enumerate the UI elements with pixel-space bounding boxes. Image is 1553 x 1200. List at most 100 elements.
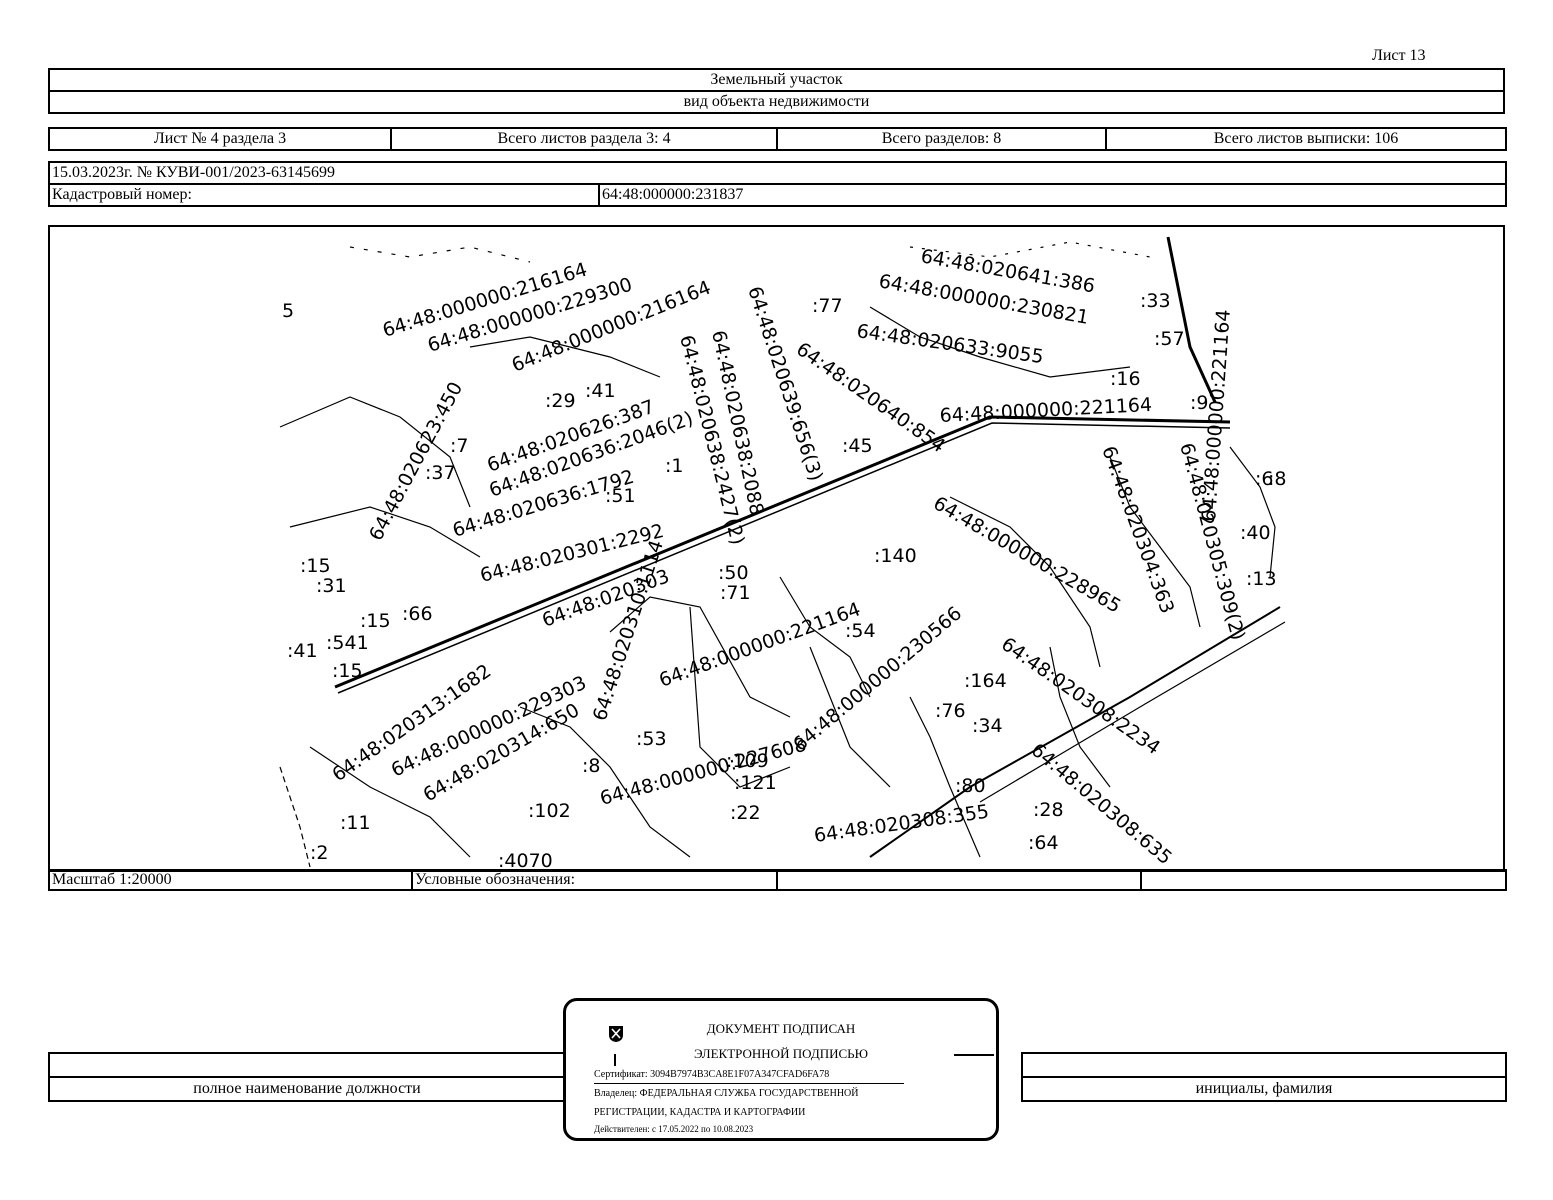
parcel-outline-3 bbox=[779, 576, 871, 698]
parcel-outline-10 bbox=[869, 306, 1131, 378]
map-label-22: 64:48:020633:9055 bbox=[855, 320, 1045, 368]
map-label-63: :121 bbox=[734, 772, 777, 794]
object-type-caption: вид объекта недвижимости bbox=[48, 90, 1505, 114]
map-label-19: :45 bbox=[842, 435, 873, 457]
position-caption: полное наименование должности bbox=[48, 1076, 566, 1102]
map-label-26: 64:48:000000:221164 bbox=[939, 394, 1152, 427]
parcel-dots-1 bbox=[349, 246, 531, 263]
map-label-55: 64:48:020308:2234 bbox=[997, 633, 1164, 759]
stamp-owner-2: РЕГИСТРАЦИИ, КАДАСТРА И КАРТОГРАФИИ bbox=[594, 1107, 806, 1118]
map-label-34: :541 bbox=[326, 632, 369, 654]
map-label-24: :57 bbox=[1154, 328, 1185, 350]
electronic-signature-stamp: ДОКУМЕНТ ПОДПИСАН ЭЛЕКТРОННОЙ ПОДПИСЬЮ С… bbox=[563, 998, 999, 1141]
parcel-outline-7 bbox=[279, 396, 471, 508]
map-label-62: :109 bbox=[726, 750, 769, 772]
stamp-underline bbox=[594, 1083, 904, 1084]
total-section-sheets: Всего листов раздела 3: 4 bbox=[390, 127, 778, 151]
parcel-dots-3 bbox=[279, 766, 311, 868]
stamp-title-1: ДОКУМЕНТ ПОДПИСАН bbox=[706, 1021, 856, 1036]
map-label-57: :76 bbox=[935, 700, 966, 722]
section-info-table: Лист № 4 раздела 3 Всего листов раздела … bbox=[48, 127, 1507, 151]
map-label-71: :11 bbox=[340, 812, 371, 834]
map-label-52: 64:48:000000:221164 bbox=[656, 598, 863, 691]
coat-of-arms-icon bbox=[609, 1026, 623, 1042]
map-linework bbox=[279, 236, 1286, 868]
river-bank bbox=[869, 606, 1281, 858]
map-label-17: :77 bbox=[812, 295, 843, 317]
legend-label: Условные обозначения: bbox=[411, 869, 778, 891]
map-label-38: :50 bbox=[718, 562, 749, 584]
map-label-5: :29 bbox=[545, 390, 576, 412]
map-label-0: 5 bbox=[282, 300, 294, 322]
parcel-outline-14 bbox=[909, 696, 981, 858]
object-header-table: Земельный участок вид объекта недвижимос… bbox=[48, 68, 1505, 114]
map-label-72: :2 bbox=[310, 842, 329, 864]
stamp-tick bbox=[614, 1054, 617, 1066]
map-label-23: :33 bbox=[1140, 290, 1171, 312]
map-label-70: :64 bbox=[1028, 832, 1059, 854]
name-caption: инициалы, фамилия bbox=[1021, 1076, 1507, 1102]
stamp-owner-1: Владелец: ФЕДЕРАЛЬНАЯ СЛУЖБА ГОСУДАРСТВЕ… bbox=[594, 1088, 859, 1099]
map-label-61: :8 bbox=[582, 755, 601, 777]
map-label-73: :4070 bbox=[498, 850, 553, 870]
total-sections: Всего разделов: 8 bbox=[776, 127, 1107, 151]
parcel-outline-2 bbox=[689, 606, 791, 788]
parcel-outline-6 bbox=[1229, 446, 1276, 578]
signature-name-line bbox=[1021, 1052, 1507, 1078]
map-label-67: 64:48:020308:355 bbox=[813, 801, 991, 847]
stamp-certificate: Сертификат: 3094B7974B3CA8E1F07A347CFAD6… bbox=[594, 1069, 830, 1080]
map-label-44: :6 bbox=[1255, 468, 1274, 490]
map-label-41: 64:48:000000:228965 bbox=[930, 492, 1125, 617]
vertical-road bbox=[1166, 236, 1217, 403]
cadastral-number-label: Кадастровый номер: bbox=[48, 183, 600, 207]
map-label-27: :9 bbox=[1190, 392, 1209, 414]
map-label-29: :15 bbox=[300, 555, 331, 577]
main-road-edge bbox=[337, 422, 1231, 694]
total-extract-sheets: Всего листов выписки: 106 bbox=[1105, 127, 1507, 151]
map-label-25: :16 bbox=[1110, 368, 1141, 390]
map-label-35: :15 bbox=[332, 660, 363, 682]
map-label-59: :53 bbox=[636, 728, 667, 750]
parcel-outline-15 bbox=[1049, 646, 1111, 788]
map-label-68: :28 bbox=[1033, 799, 1064, 821]
map-label-45: :8 bbox=[1268, 468, 1287, 490]
map-label-65: :22 bbox=[730, 802, 761, 824]
cadastral-number-value: 64:48:000000:231837 bbox=[598, 183, 1507, 207]
parcel-outline-9 bbox=[469, 336, 661, 378]
sheet-number: Лист 13 bbox=[1372, 47, 1426, 64]
map-label-40: :140 bbox=[874, 545, 917, 567]
map-label-66: :80 bbox=[955, 775, 986, 797]
legend-cell-empty-2 bbox=[1140, 869, 1507, 891]
map-label-6: :41 bbox=[585, 380, 616, 402]
extract-info-table: 15.03.2023г. № КУВИ-001/2023-63145699 Ка… bbox=[48, 161, 1507, 207]
map-label-64: :102 bbox=[528, 800, 571, 822]
parcel-dots-2 bbox=[909, 241, 1151, 258]
map-label-47: :13 bbox=[1246, 568, 1277, 590]
parcel-outline-5 bbox=[1109, 456, 1201, 628]
legend-table: Масштаб 1:20000 Условные обозначения: bbox=[48, 869, 1507, 891]
sheet-of-section: Лист № 4 раздела 3 bbox=[48, 127, 392, 151]
parcel-outline-11 bbox=[309, 746, 471, 858]
parcel-outline-12 bbox=[519, 706, 691, 858]
map-label-32: :66 bbox=[402, 603, 433, 625]
signature-position-line bbox=[48, 1052, 566, 1078]
map-scale: Масштаб 1:20000 bbox=[48, 869, 413, 891]
river-bank-2 bbox=[979, 621, 1286, 803]
extract-date-number: 15.03.2023г. № КУВИ-001/2023-63145699 bbox=[48, 161, 1507, 185]
legend-cell-empty-1 bbox=[776, 869, 1142, 891]
map-label-33: :41 bbox=[287, 640, 318, 662]
parcel-outline-4 bbox=[949, 496, 1101, 668]
map-label-31: :15 bbox=[360, 610, 391, 632]
map-label-9: :37 bbox=[425, 462, 456, 484]
map-label-58: :34 bbox=[972, 715, 1003, 737]
stamp-rule-right bbox=[954, 1054, 994, 1056]
parcel-outline-13 bbox=[809, 646, 891, 788]
stamp-title-2: ЭЛЕКТРОННОЙ ПОДПИСЬЮ bbox=[694, 1046, 868, 1061]
map-label-8: :7 bbox=[450, 435, 469, 457]
map-label-11: :1 bbox=[665, 455, 684, 477]
main-road bbox=[334, 415, 1231, 689]
map-label-12: :51 bbox=[605, 485, 636, 507]
map-label-56: :164 bbox=[964, 670, 1007, 692]
